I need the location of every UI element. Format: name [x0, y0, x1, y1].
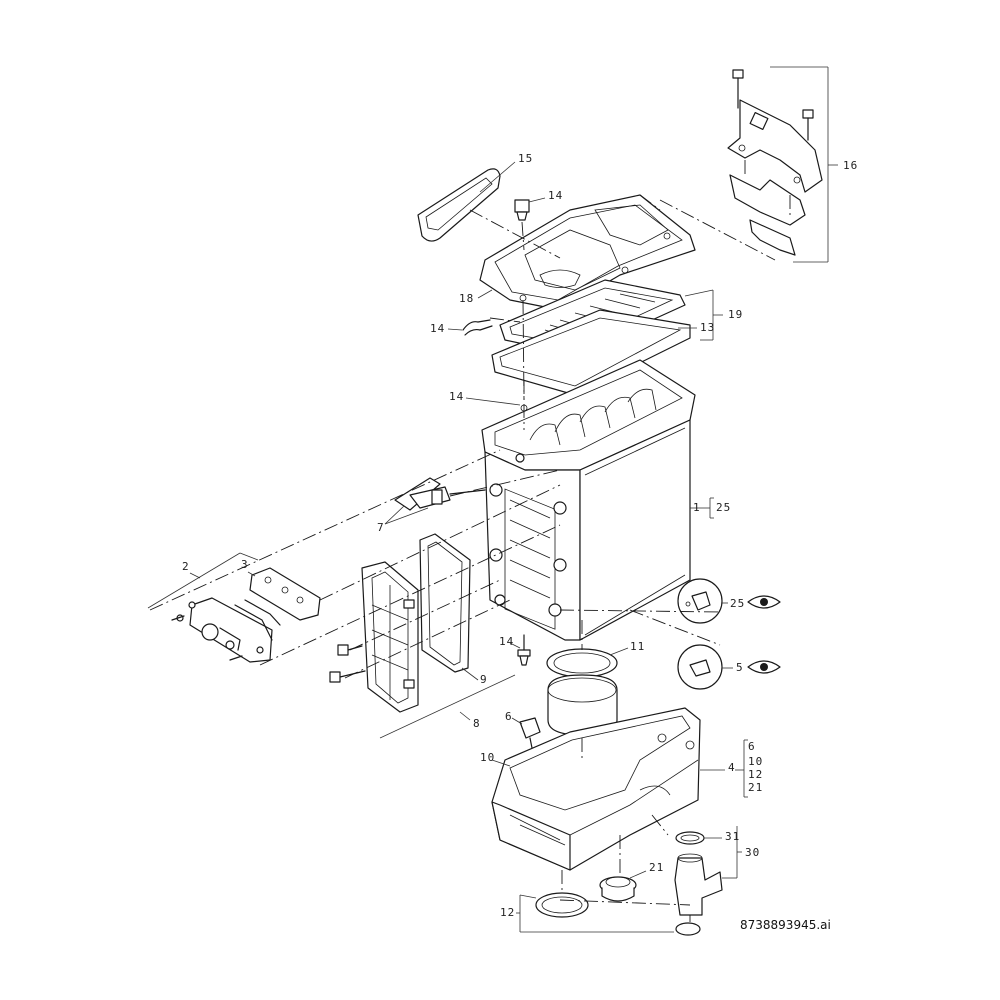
- callout-c18: 18: [459, 292, 474, 305]
- flue-ring: [546, 647, 629, 736]
- callout-c14d: 14: [499, 635, 514, 648]
- eye-icon: [747, 595, 781, 609]
- drain-plug: [599, 870, 647, 902]
- inspection-cover: [329, 533, 516, 739]
- callout-labels: 15 14 16 18 19 13 14 14 1 25 7 2 3 25 14 11 5 9 8 6 6 10 10 4 12…: [182, 152, 858, 919]
- siphon-assembly: [651, 814, 742, 936]
- callout-c12b: 12: [500, 906, 515, 919]
- callout-c6b: 6: [748, 740, 756, 753]
- detail-view-25: [677, 578, 781, 624]
- callout-c12a: 12: [748, 768, 763, 781]
- mounting-bracket-assembly: [727, 66, 838, 263]
- callout-c21b: 21: [649, 861, 664, 874]
- callout-c19: 19: [728, 308, 743, 321]
- callout-c8: 8: [473, 717, 481, 730]
- callout-c16: 16: [843, 159, 858, 172]
- callout-c7: 7: [377, 521, 385, 534]
- top-cover: [477, 194, 696, 311]
- condensate-tray: [491, 707, 748, 871]
- clip-part-top: [514, 197, 546, 251]
- callout-c14b: 14: [430, 322, 445, 335]
- callout-c9: 9: [480, 673, 488, 686]
- callout-c1: 1: [693, 501, 701, 514]
- gasket-set: [491, 279, 723, 396]
- callout-c3: 3: [241, 558, 249, 571]
- sensor-assembly: [384, 477, 486, 525]
- callout-c10b: 10: [748, 755, 763, 768]
- callout-c4: 4: [728, 761, 736, 774]
- file-id-label: 8738893945.ai: [740, 918, 831, 932]
- heat-exchanger-body: [481, 359, 714, 641]
- callout-c14c: 14: [449, 390, 464, 403]
- cover-gasket: [417, 161, 516, 242]
- eye-icon: [747, 660, 781, 674]
- burner-plate-assembly: [147, 552, 321, 663]
- temperature-probe: [509, 634, 531, 666]
- seal-ring: [516, 870, 674, 933]
- callout-c31: 31: [725, 830, 740, 843]
- callout-c13: 13: [700, 321, 715, 334]
- spring-clip-left: [447, 319, 493, 336]
- callout-c11: 11: [630, 640, 645, 653]
- callout-c15: 15: [518, 152, 533, 165]
- clip-part-middle: [465, 380, 528, 430]
- callout-c21a: 21: [748, 781, 763, 794]
- callout-c10a: 10: [480, 751, 495, 764]
- callout-c6a: 6: [505, 710, 513, 723]
- callout-c2: 2: [182, 560, 190, 573]
- callout-c25a: 25: [716, 501, 731, 514]
- detail-view-5: [677, 644, 781, 690]
- drain-connector-small: [511, 717, 541, 749]
- assembly-lines: [149, 194, 776, 922]
- callout-c30: 30: [745, 846, 760, 859]
- callout-c25b: 25: [730, 597, 745, 610]
- callout-c14a: 14: [548, 189, 563, 202]
- callout-c5: 5: [736, 661, 744, 674]
